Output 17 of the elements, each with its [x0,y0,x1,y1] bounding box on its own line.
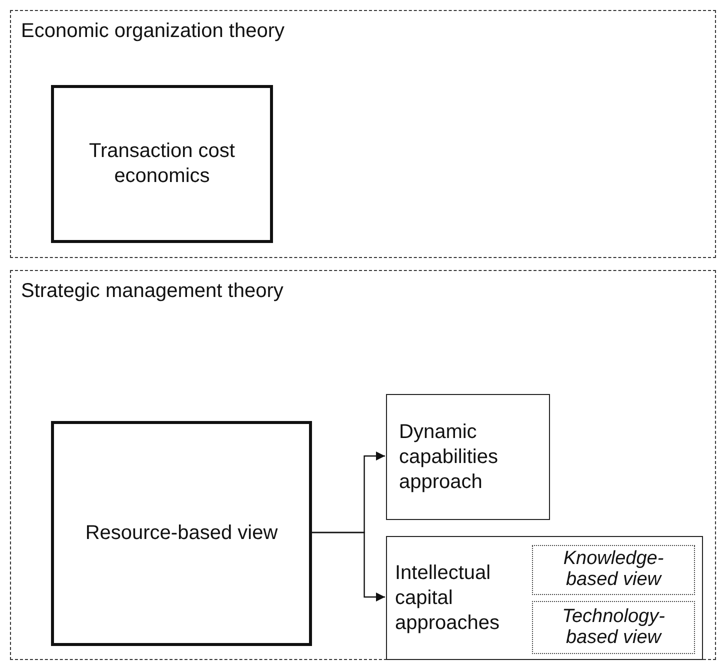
node-label: Technology-based view [561,606,666,648]
concept-box [51,85,273,243]
concept-box [51,421,312,646]
concept-box [386,536,703,660]
dotted-sub-box [532,545,695,595]
node-label: Intellectual capital approaches [395,560,501,636]
arrow [311,532,385,602]
node-label: Dynamic capabilities approach [399,420,499,494]
node-label: Economic organization theory [21,19,284,44]
dashed-group-frame [10,270,716,660]
node-label: Transaction cost economics [88,139,236,189]
concept-box [386,394,550,520]
dotted-sub-box [532,601,695,654]
node-label: Resource-based view [85,521,278,546]
dashed-group-frame [10,10,716,258]
node-label: Knowledge-based view [562,549,665,591]
node-label: Strategic management theory [21,279,284,304]
